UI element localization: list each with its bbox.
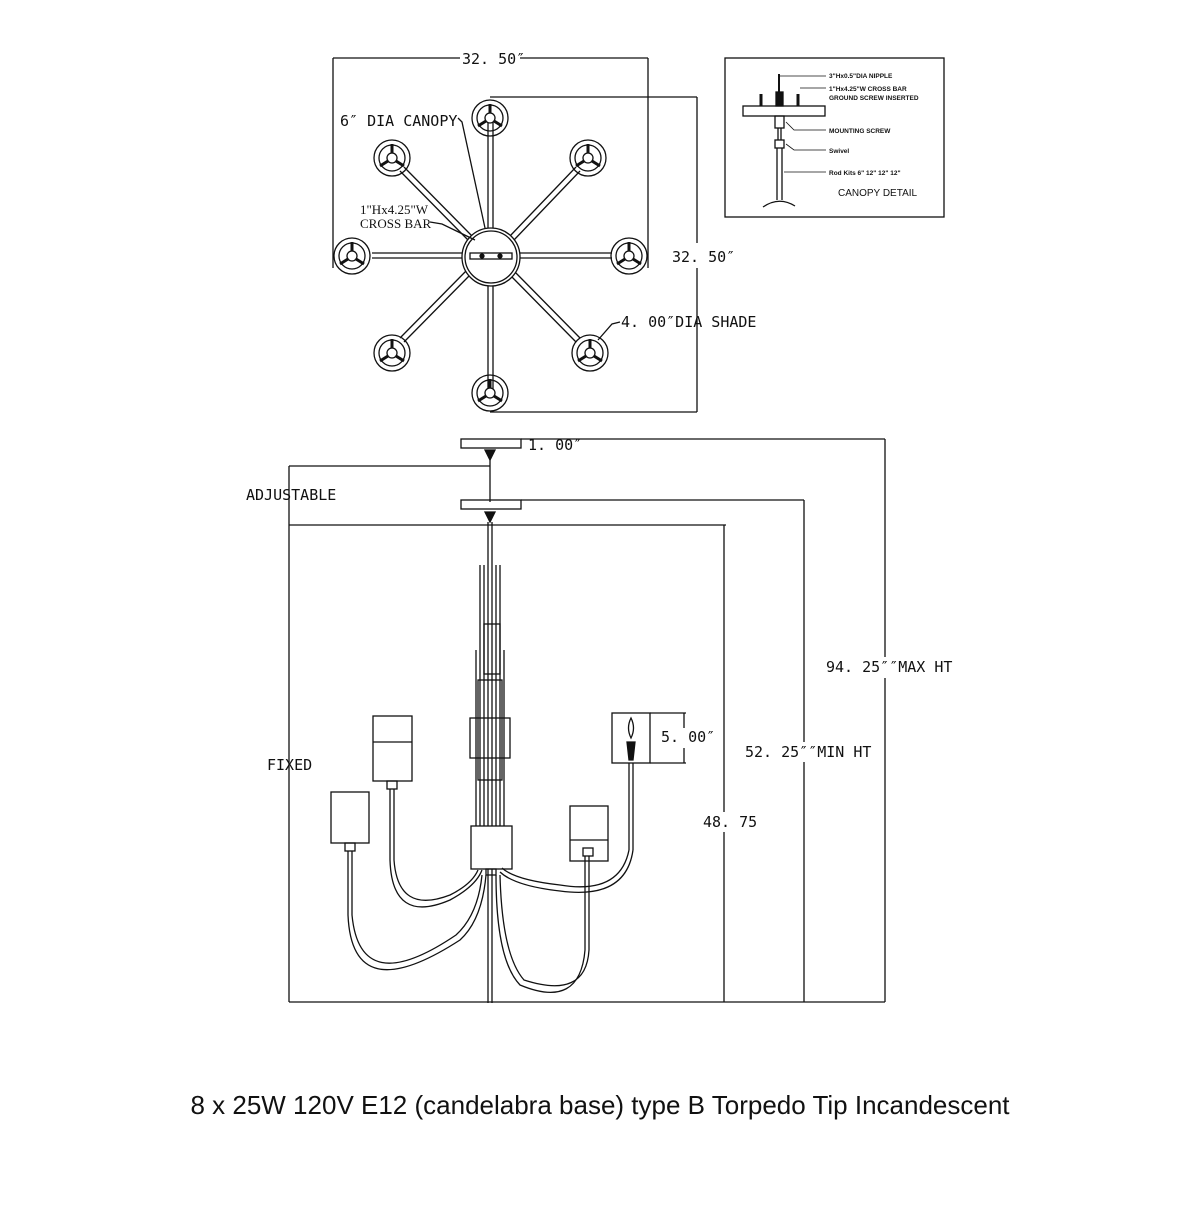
shade-left-lower <box>330 791 487 971</box>
canopy-height-label: 1. 00″ <box>528 436 582 454</box>
shade-height-label: 5. 00″ <box>661 728 715 746</box>
shade-right <box>610 237 648 275</box>
fixed-height-label: 48. 75 <box>703 813 757 831</box>
shade-top-left <box>373 139 411 177</box>
shade-right-lower <box>495 805 609 993</box>
adjustable-canopy <box>460 499 522 510</box>
max-height-label: 94. 25″″MAX HT <box>826 658 952 676</box>
detail-label-ground-screw: GROUND SCREW INSERTED <box>829 95 919 102</box>
bulb-spec-caption: 8 x 25W 120V E12 (candelabra base) type … <box>190 1090 1010 1120</box>
canopy-label: 6″ DIA CANOPY <box>340 112 457 130</box>
fixed-label: FIXED <box>267 756 312 774</box>
detail-label-swivel: Swivel <box>829 148 849 155</box>
shade-leader <box>597 321 621 341</box>
detail-label-rod-kits: Rod Kits 6" 12" 12" 12" <box>829 170 901 177</box>
crossbar-label-line2: CROSS BAR <box>360 216 431 231</box>
canopy-leader <box>457 117 486 229</box>
shade-left <box>333 237 371 275</box>
shade-top <box>471 99 509 137</box>
detail-title: CANOPY DETAIL <box>838 188 918 199</box>
detail-label-mounting-screw: MOUNTING SCREW <box>829 128 891 135</box>
canopy-detail-box <box>724 57 945 218</box>
adjustable-label: ADJUSTABLE <box>246 486 336 504</box>
center-column <box>469 565 513 876</box>
height-label: 32. 50″ <box>672 248 735 266</box>
shade-right-upper <box>499 712 686 893</box>
shade-label: 4. 00″DIA SHADE <box>621 313 756 331</box>
shade-left-upper <box>372 715 483 908</box>
crossbar-label-line1: 1"Hx4.25"W <box>360 202 429 217</box>
detail-label-nipple: 3"Hx0.5"DIA NIPPLE <box>829 73 893 80</box>
crossbar-leader <box>429 221 476 241</box>
arms <box>372 120 612 390</box>
shade-bottom-left <box>373 334 411 372</box>
shade-top-right <box>569 139 607 177</box>
min-height-label: 52. 25″″MIN HT <box>745 743 871 761</box>
shades-top-view <box>333 99 648 412</box>
shade-bottom-right <box>571 334 609 372</box>
ceiling-canopy <box>460 438 522 449</box>
labels: 32. 50″ 32. 50″ 6″ DIA CANOPY 1"Hx4.25"W… <box>246 50 952 831</box>
canopy-top-view <box>461 227 521 287</box>
width-label: 32. 50″ <box>462 50 525 68</box>
top-view <box>332 57 698 413</box>
side-view <box>288 438 886 1003</box>
detail-label-crossbar: 1"Hx4.25"W CROSS BAR <box>829 86 907 93</box>
shade-bottom <box>471 374 509 412</box>
